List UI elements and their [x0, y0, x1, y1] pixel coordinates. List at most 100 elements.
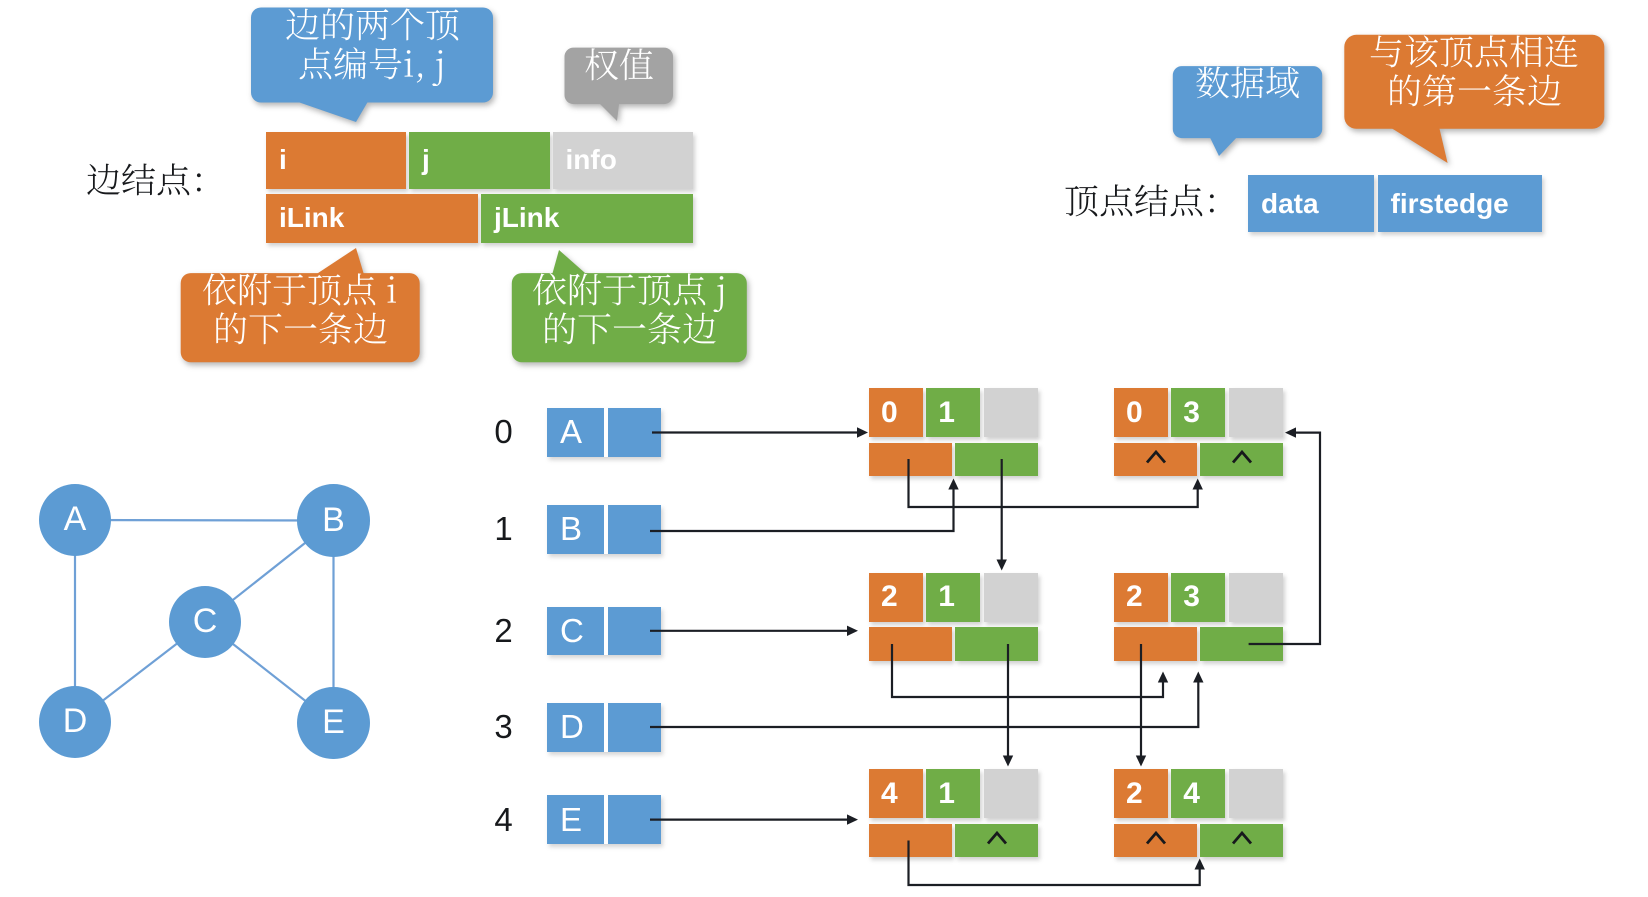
legend-cell-data-label: data	[1261, 187, 1319, 219]
edge-node-e41-info-cell	[984, 769, 1038, 818]
edge-node-e21-ilink-cell	[869, 627, 952, 661]
legend-cell-data: data	[1248, 175, 1374, 232]
callout-edge-vertices-text	[251, 7, 493, 103]
edge-node-e01-info-cell	[984, 388, 1038, 437]
legend-cell-j-label: j	[422, 144, 430, 176]
edge-node-e01-j-value: 1	[938, 395, 955, 429]
edge-node-e41-i-cell: 4	[869, 769, 923, 818]
graph-vertex-b-label: B	[322, 500, 345, 539]
graph-vertex-a: A	[38, 483, 112, 557]
legend-cell-j: j	[409, 131, 550, 189]
graph-vertex-c-label: C	[192, 602, 218, 641]
legend-cell-firstedge-label: firstedge	[1390, 187, 1509, 219]
legend-cell-jlink: jLink	[481, 194, 693, 243]
edge-node-e01-jlink-cell	[955, 442, 1038, 476]
callout-jlink-text	[512, 273, 747, 362]
edge-node-e03: 0 3	[1114, 388, 1283, 476]
edge-node-e21-i-value: 2	[881, 580, 898, 613]
vertex-box-a: A	[547, 408, 661, 457]
legend-cell-jlink-label: jLink	[494, 202, 560, 234]
vertex-box-e-label: E	[560, 800, 583, 838]
legend-cell-info-label: info	[565, 144, 617, 176]
edge-node-e41-jlink-value	[985, 830, 1009, 850]
edge-node-e24-j-cell: 4	[1171, 769, 1226, 818]
vertex-box-c-label: C	[560, 611, 584, 649]
vertex-box-a-divider	[604, 408, 608, 457]
edge-node-e24-j-value: 4	[1183, 776, 1200, 810]
vertex-box-a-label: A	[560, 413, 583, 451]
edge-node-e24-i-cell: 2	[1114, 769, 1168, 818]
edge-node-e21: 2 1	[869, 572, 1038, 661]
edge-node-e01: 0 1	[869, 388, 1038, 476]
edge-node-e23-j-value: 3	[1183, 580, 1200, 613]
vertex-box-c-divider	[604, 606, 608, 656]
edge-node-e03-ilink-value	[1144, 449, 1168, 469]
edge-node-e41-j-value: 1	[938, 776, 955, 810]
edge-node-e24-ilink-cell	[1114, 823, 1197, 857]
edge-node-e24-i-value: 2	[1126, 776, 1143, 810]
edge-node-e23-info-cell	[1229, 572, 1283, 622]
legend-cell-i: i	[266, 131, 406, 189]
edge-node-e41-ilink-cell	[869, 823, 952, 857]
callout-ilink-text	[181, 273, 420, 362]
vertex-box-b-label: B	[560, 510, 583, 548]
edge-node-e23-i-value: 2	[1126, 580, 1143, 613]
edge-node-e21-i-cell: 2	[869, 572, 923, 622]
edge-node-e01-i-value: 0	[881, 395, 898, 429]
adjacency-row-index-2: 2	[494, 611, 513, 649]
legend-cell-i-label: i	[279, 144, 287, 176]
legend-cell-ilink-label: iLink	[279, 202, 345, 234]
callout-data-text	[1173, 66, 1322, 138]
graph-vertex-a-label: A	[63, 500, 87, 539]
vertex-box-d: D	[547, 703, 661, 752]
adjacency-row-index-4: 4	[494, 800, 513, 838]
edge-node-e01-i-cell: 0	[869, 388, 923, 437]
vertex-box-b-divider	[604, 505, 608, 554]
edge-node-e03-j-value: 3	[1183, 395, 1200, 429]
adjacency-row-index-0: 0	[494, 413, 513, 451]
vertex-node-legend-label	[1064, 184, 1239, 223]
legend-cell-info: info	[552, 131, 693, 189]
adjacency-row-index-3: 3	[494, 708, 513, 746]
graph-vertex-e: E	[297, 686, 370, 760]
callout-firstedge-text	[1344, 35, 1604, 129]
edge-node-e23-j-cell: 3	[1171, 572, 1226, 622]
edge-node-e21-info-cell	[984, 572, 1038, 622]
edge-node-e41-jlink-cell	[955, 823, 1038, 857]
graph-vertex-c: C	[168, 585, 242, 659]
edge-node-e21-jlink-cell	[955, 627, 1038, 661]
edge-node-e23-i-cell: 2	[1114, 572, 1168, 622]
edge-node-e24-jlink-value	[1230, 830, 1254, 850]
edge-node-e21-j-cell: 1	[926, 572, 981, 622]
callout-weight-text	[565, 47, 674, 105]
graph-vertex-d: D	[38, 685, 112, 759]
graph-vertex-e-label: E	[322, 703, 345, 742]
edge-node-e01-ilink-cell	[869, 442, 952, 476]
edge-node-e23-ilink-cell	[1114, 627, 1197, 661]
edge-node-e03-jlink-value	[1230, 449, 1254, 469]
edge-node-e03-i-value: 0	[1126, 395, 1143, 429]
edge-node-e23: 2 3	[1114, 572, 1283, 661]
vertex-box-d-label: D	[560, 708, 584, 746]
adjacency-row-index-1: 1	[494, 510, 513, 548]
edge-node-e03-info-cell	[1229, 388, 1283, 437]
vertex-box-d-divider	[604, 703, 608, 752]
vertex-box-b: B	[547, 505, 661, 554]
edge-node-e03-jlink-cell	[1200, 442, 1283, 476]
edge-node-e21-j-value: 1	[938, 580, 955, 613]
edge-node-e41: 4 1	[869, 769, 1038, 857]
graph-vertex-d-label: D	[62, 702, 88, 741]
vertex-box-c: C	[547, 606, 661, 656]
edge-node-e01-j-cell: 1	[926, 388, 981, 437]
edge-node-e03-ilink-cell	[1114, 442, 1197, 476]
edge-node-e24-info-cell	[1229, 769, 1283, 818]
edge-node-e24-jlink-cell	[1200, 823, 1283, 857]
edge-node-e24-ilink-value	[1144, 830, 1168, 850]
edge-node-e41-j-cell: 1	[926, 769, 981, 818]
legend-cell-firstedge: firstedge	[1377, 175, 1542, 232]
edge-node-e03-j-cell: 3	[1171, 388, 1226, 437]
graph-vertex-b: B	[297, 484, 370, 557]
edge-node-e41-i-value: 4	[881, 776, 898, 810]
